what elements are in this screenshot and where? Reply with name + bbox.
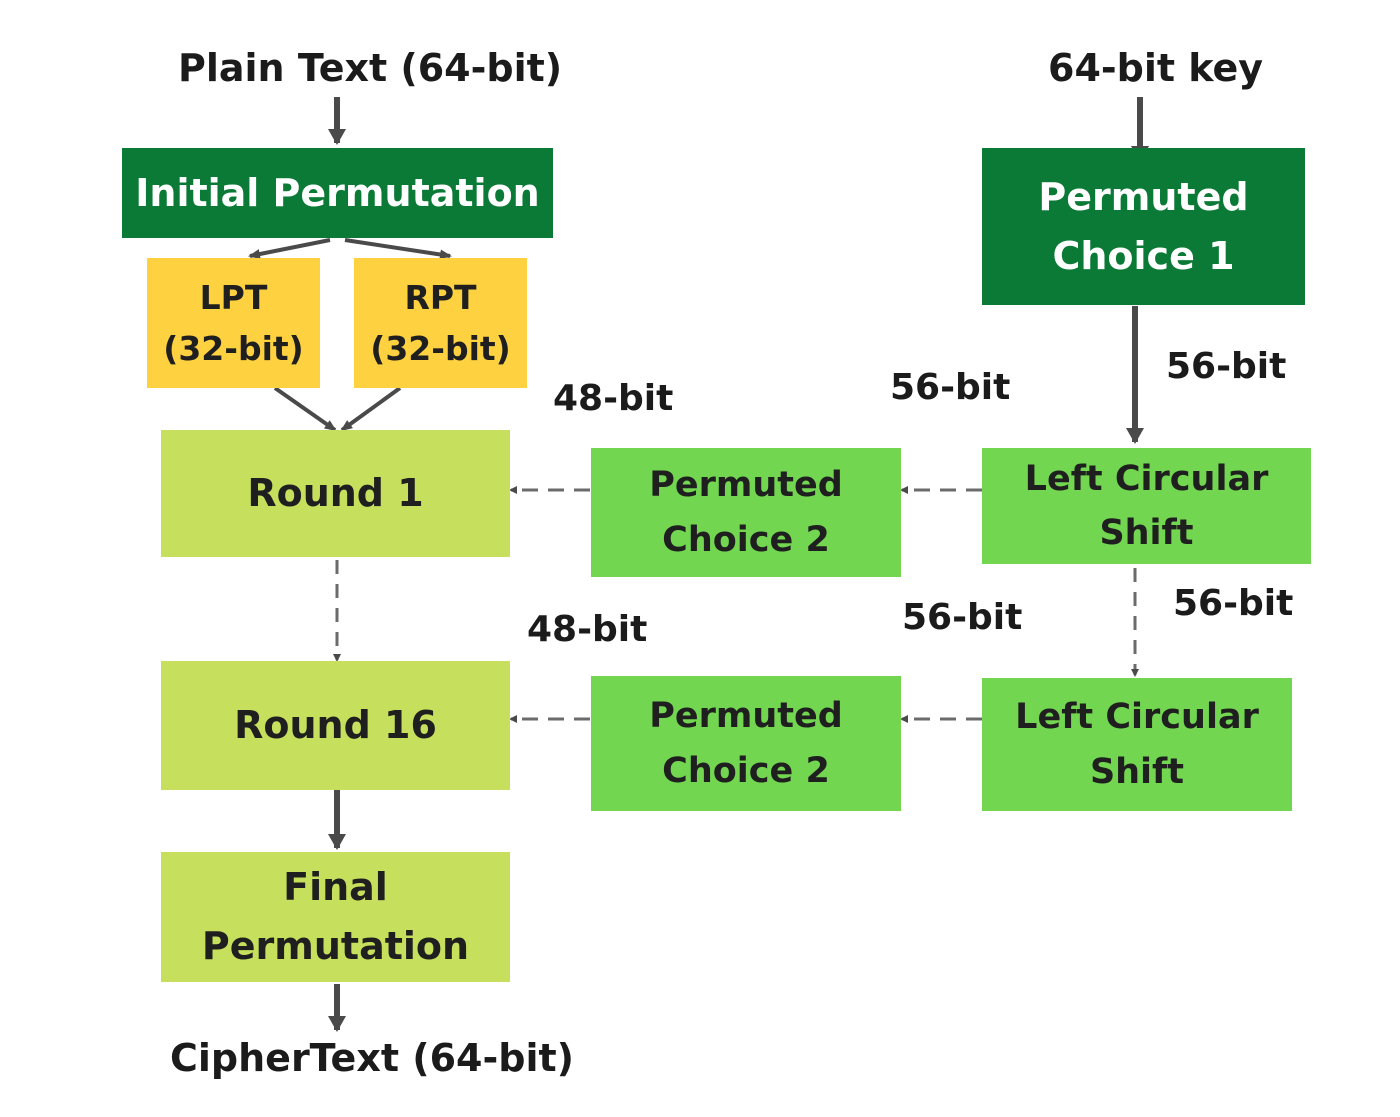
rpt-box: RPT (32-bit): [354, 258, 527, 388]
round-1-box: Round 1: [161, 430, 510, 557]
arrow-lpt-to-round1: [273, 386, 337, 432]
round-16-box: Round 16: [161, 661, 510, 790]
final-permutation-box: Final Permutation: [161, 852, 510, 982]
bit-label-pc1-to-shift: 56-bit: [1166, 346, 1287, 387]
bit-label-shift-a-to-shift-b: 56-bit: [1173, 583, 1294, 624]
lpt-box: LPT (32-bit): [147, 258, 320, 388]
left-circular-shift-box-a: Left Circular Shift: [982, 448, 1311, 564]
key-label: 64-bit key: [1048, 46, 1264, 90]
bit-label-pc2-to-round16: 48-bit: [527, 609, 648, 650]
arrow-rpt-to-round1: [340, 386, 402, 432]
left-circular-shift-box-b: Left Circular Shift: [982, 678, 1292, 811]
permuted-choice-2-box-a: Permuted Choice 2: [591, 448, 901, 577]
initial-permutation-box: Initial Permutation: [122, 148, 553, 238]
plain-text-label: Plain Text (64-bit): [178, 46, 563, 90]
bit-label-pc2-to-round1: 48-bit: [553, 378, 674, 419]
arrow-ip-to-rpt: [344, 238, 452, 260]
permuted-choice-1-box: Permuted Choice 1: [982, 148, 1305, 305]
permuted-choice-2-box-b: Permuted Choice 2: [591, 676, 901, 811]
bit-label-shift-to-pc2-a: 56-bit: [890, 367, 1011, 408]
arrow-ip-to-lpt: [248, 238, 331, 259]
bit-label-shift-to-pc2-b: 56-bit: [902, 597, 1023, 638]
cipher-text-label: CipherText (64-bit): [170, 1036, 575, 1080]
